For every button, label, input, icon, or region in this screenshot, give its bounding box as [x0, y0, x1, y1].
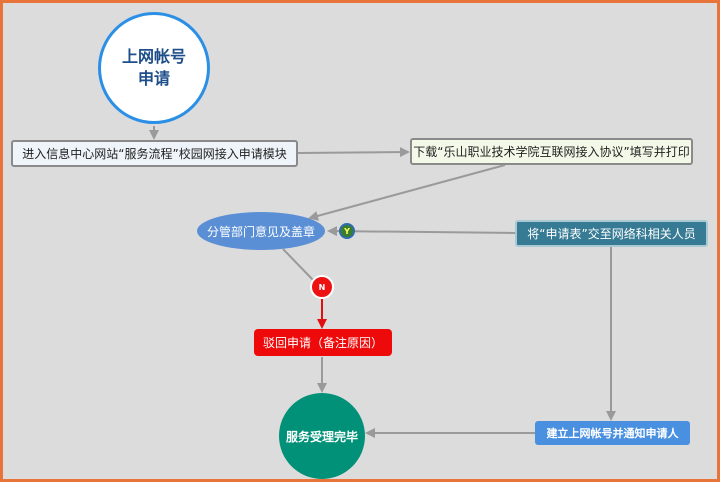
branch-no-badge: N — [310, 275, 334, 299]
step-download-agreement[interactable]: 下载“乐山职业技术学院互联网接入协议”填写并打印 — [410, 138, 693, 165]
step-reject-application[interactable]: 驳回申请（备注原因） — [254, 329, 392, 356]
step-create-account[interactable]: 建立上网帐号并通知申请人 — [535, 421, 690, 445]
edge-approval-to-no — [282, 248, 315, 282]
edge-handover-to-approval — [327, 226, 516, 237]
edge-step2-to-approval — [308, 164, 506, 221]
end-node[interactable]: 服务受理完毕 — [279, 393, 365, 479]
step-submit-form[interactable]: 将“申请表”交至网络科相关人员 — [515, 220, 708, 247]
decision-department-approval[interactable]: 分管部门意见及盖章 — [197, 212, 325, 250]
branch-yes-badge: Y — [339, 223, 355, 239]
start-node[interactable]: 上网帐号申请 — [98, 12, 210, 124]
step-enter-website[interactable]: 进入信息中心网站“服务流程”校园网接入申请模块 — [11, 140, 298, 167]
edge-step1-to-step2 — [297, 147, 410, 158]
